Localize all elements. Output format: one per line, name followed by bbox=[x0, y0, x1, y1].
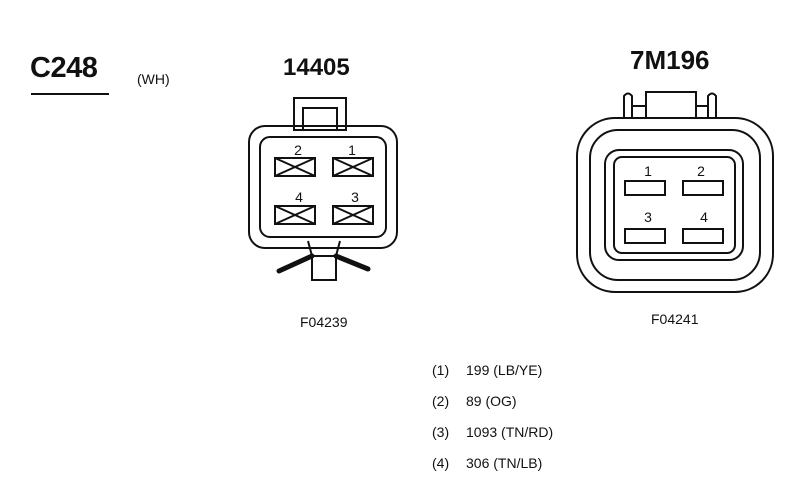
left-wire-boot bbox=[307, 240, 341, 281]
left-terminal-cells bbox=[274, 157, 374, 225]
right-connector-drawing bbox=[576, 91, 774, 293]
wire-pin: (3) bbox=[432, 424, 450, 440]
right-pin-label: 2 bbox=[697, 163, 705, 179]
connector-id-underline bbox=[31, 93, 109, 95]
right-housing-mid bbox=[589, 129, 761, 281]
wire-row: (1) 199 (LB/YE) bbox=[432, 362, 542, 378]
connector-id: C248 bbox=[30, 52, 98, 84]
left-terminal-3 bbox=[332, 205, 374, 225]
right-terminal-3 bbox=[624, 228, 666, 244]
right-latch-post-right bbox=[707, 92, 717, 118]
left-pin-label: 1 bbox=[348, 142, 356, 158]
right-latch-post-left bbox=[623, 92, 633, 118]
wire-circuit: 89 (OG) bbox=[466, 393, 517, 409]
right-housing-cavity bbox=[613, 156, 736, 254]
left-terminal-4 bbox=[274, 205, 316, 225]
wire-row: (3) 1093 (TN/RD) bbox=[432, 424, 553, 440]
wire-circuit: 199 (LB/YE) bbox=[466, 362, 543, 378]
wire-circuit: 1093 (TN/RD) bbox=[466, 424, 554, 440]
right-pin-label: 4 bbox=[700, 209, 708, 225]
wire-row: (4) 306 (TN/LB) bbox=[432, 455, 542, 471]
left-latch-inner bbox=[302, 107, 338, 131]
left-terminal-2 bbox=[274, 157, 316, 177]
wire-row: (2) 89 (OG) bbox=[432, 393, 517, 409]
connector-color: (WH) bbox=[137, 71, 170, 87]
left-housing-outer bbox=[248, 125, 398, 249]
right-terminal-2 bbox=[682, 180, 724, 196]
left-figure-code: F04239 bbox=[300, 314, 348, 330]
right-housing-outer bbox=[576, 117, 774, 293]
wire-circuit: 306 (TN/LB) bbox=[466, 455, 543, 471]
left-pin-label: 4 bbox=[295, 189, 303, 205]
right-figure-code: F04241 bbox=[651, 311, 699, 327]
wire-pin: (1) bbox=[432, 362, 450, 378]
right-terminal-4 bbox=[682, 228, 724, 244]
right-pin-label: 1 bbox=[644, 163, 652, 179]
right-housing-inner bbox=[604, 149, 744, 261]
left-terminal-1 bbox=[332, 157, 374, 177]
left-pin-label: 3 bbox=[351, 189, 359, 205]
left-part-number: 14405 bbox=[283, 54, 350, 81]
left-housing-inner bbox=[259, 136, 387, 238]
right-latch bbox=[645, 91, 697, 119]
left-pin-label: 2 bbox=[294, 142, 302, 158]
right-pin-label: 3 bbox=[644, 209, 652, 225]
wire-pin: (4) bbox=[432, 455, 450, 471]
left-wire-leads bbox=[276, 253, 371, 274]
wire-pin: (2) bbox=[432, 393, 450, 409]
right-terminal-1 bbox=[624, 180, 666, 196]
right-part-number: 7M196 bbox=[630, 45, 710, 75]
left-connector-drawing bbox=[248, 97, 398, 281]
